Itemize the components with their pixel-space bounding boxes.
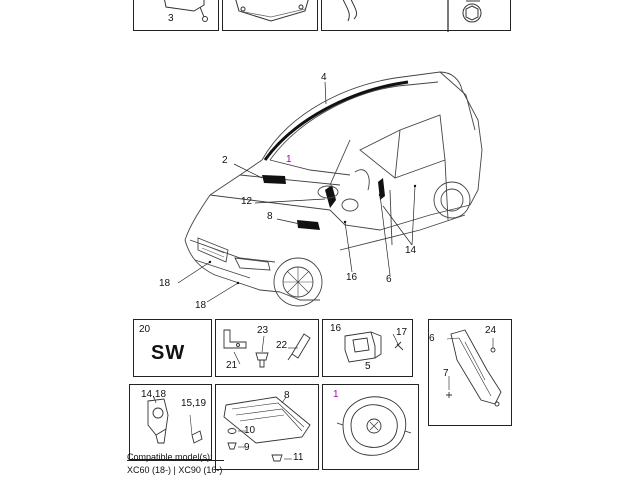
top-panel-middle: [222, 0, 318, 31]
callout-11: 11: [293, 452, 304, 463]
callout-16-panel: 16: [330, 323, 342, 334]
panel-20-number: 20: [139, 324, 151, 335]
callout-4: 4: [321, 72, 327, 83]
callout-12: 12: [241, 196, 253, 207]
compatible-models-title: Compatible model(s):: [127, 452, 213, 462]
harness-and-nut-illustration: [342, 0, 482, 32]
callout-17: 17: [396, 327, 408, 338]
callout-21: 21: [226, 360, 238, 371]
panel-16-17-5: 16 17 5: [322, 319, 413, 377]
callout-22: 22: [276, 340, 288, 351]
knee-airbag-illustration: [223, 396, 311, 462]
callout-14-18: 14,18: [141, 389, 167, 400]
control-module-illustration: [235, 0, 309, 22]
crash-sensor-illustration: [344, 331, 404, 363]
side-airbag-module-illustration: [446, 329, 502, 407]
callout-7: 7: [443, 368, 449, 379]
panel-14-18-15-19: 14,18 15,19: [129, 384, 212, 460]
panel-20-sw: 20 SW: [133, 319, 212, 377]
top-panel-left: 3: [133, 0, 219, 31]
callout-24: 24: [485, 325, 497, 336]
callout-5: 5: [365, 361, 371, 372]
sw-marking: SW: [151, 342, 186, 364]
panel-21-22-23: 23 22 21: [215, 319, 319, 377]
callout-18-upper: 18: [159, 278, 171, 289]
callout-8: 8: [267, 211, 273, 222]
panel-1-steering-airbag: 1: [322, 384, 419, 470]
callout-1: 1: [286, 154, 292, 165]
callout-6: 6: [386, 274, 392, 285]
bracket-illustration: [164, 0, 208, 22]
callout-16: 16: [346, 272, 358, 283]
bracket-and-clip-illustration: [223, 329, 311, 368]
callout-1-panel: 1: [333, 389, 339, 400]
callout-23: 23: [257, 325, 269, 336]
compatible-models-list: XC60 (18-) | XC90 (16-): [127, 465, 223, 475]
callout-2: 2: [222, 155, 228, 166]
top-panel-right: [321, 0, 511, 32]
footer-divider: [127, 460, 224, 461]
panel-8-10-9-11: 8 10 9 11: [215, 384, 319, 470]
callout-9: 9: [244, 442, 250, 453]
callout-15-19: 15,19: [181, 398, 207, 409]
steering-wheel-airbag-illustration: [336, 396, 412, 456]
callout-10: 10: [244, 425, 256, 436]
callout-8-panel: 8: [284, 390, 290, 401]
impact-sensor-illustration: [147, 396, 203, 444]
callout-6-panel: 6: [429, 333, 435, 344]
callout-14: 14: [405, 245, 417, 256]
panel-6-24-7: 6 24 7: [428, 319, 512, 426]
callout-18-lower: 18: [195, 300, 207, 311]
callout-3: 3: [168, 13, 174, 24]
